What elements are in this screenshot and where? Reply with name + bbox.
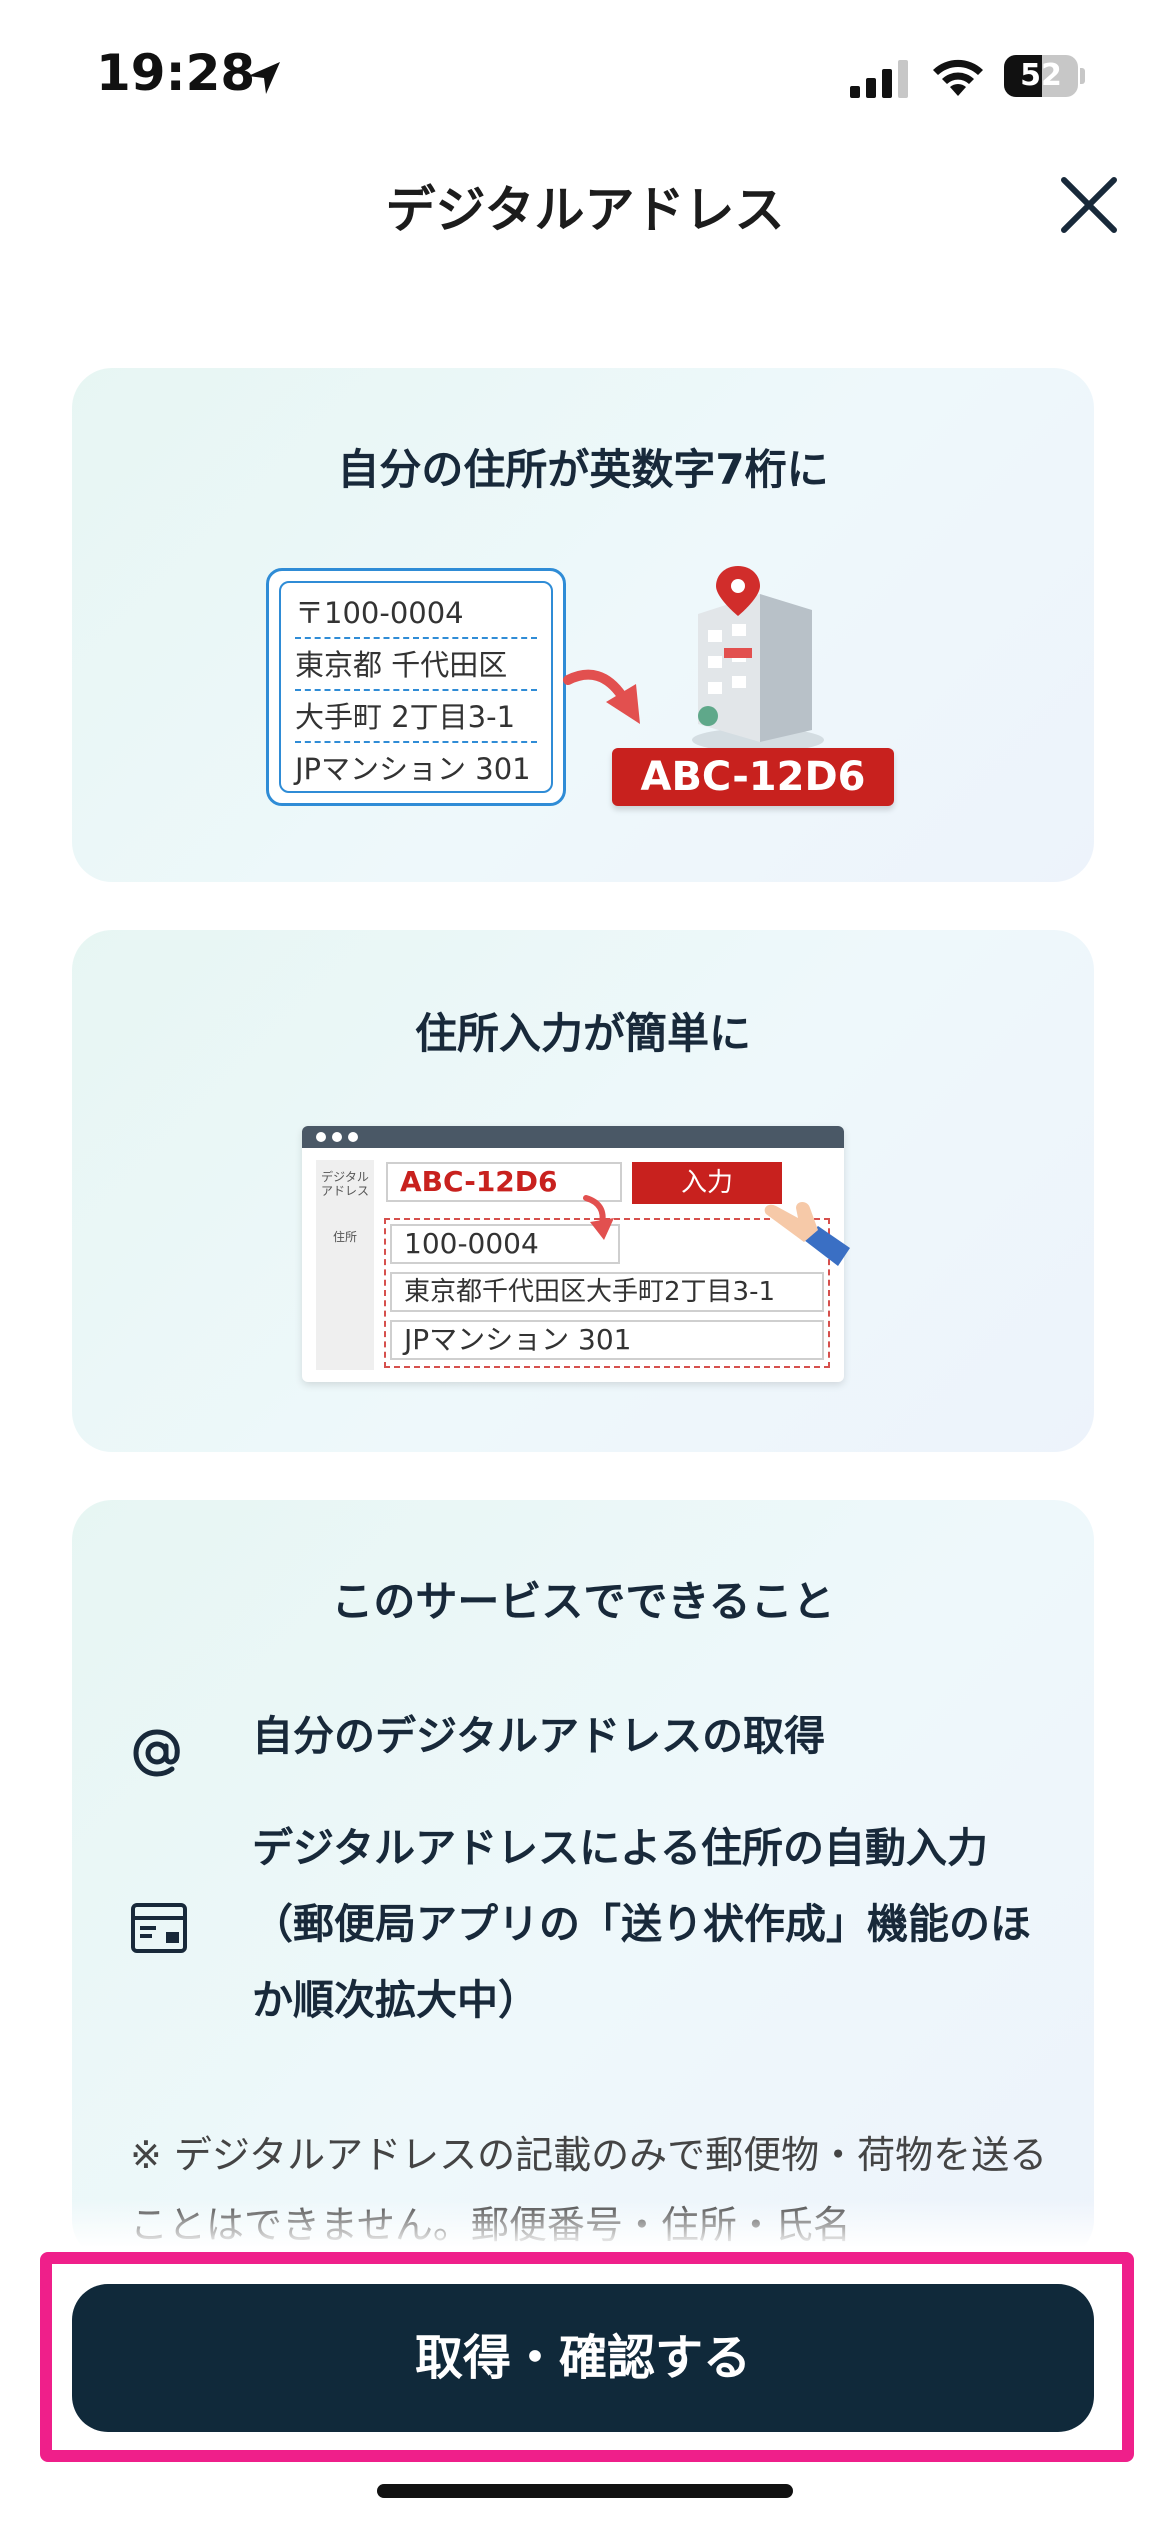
address-sample-box: 〒100-0004 東京都 千代田区 大手町 2丁目3-1 JPマンション 30… bbox=[266, 568, 566, 806]
address-code-card: 自分の住所が英数字7桁に 〒100-0004 東京都 千代田区 大手町 2丁目3… bbox=[72, 368, 1094, 882]
form-field-code: ABC-12D6 bbox=[386, 1162, 622, 1202]
address-line-pref: 東京都 千代田区 bbox=[295, 639, 537, 691]
highlight-frame bbox=[40, 2252, 1134, 2462]
get-confirm-button[interactable]: 取得・確認する bbox=[72, 2284, 1094, 2432]
status-time: 19:28 bbox=[96, 44, 256, 102]
at-sign-icon bbox=[133, 1729, 180, 1777]
browser-dot bbox=[316, 1132, 326, 1142]
down-arrow-icon bbox=[583, 1195, 614, 1240]
cellular-signal-icon bbox=[850, 60, 908, 98]
input-button-illustration: 入力 bbox=[632, 1162, 782, 1204]
browser-dot bbox=[348, 1132, 358, 1142]
form-field-address2: JPマンション 301 bbox=[390, 1320, 824, 1360]
form-field-zip: 100-0004 bbox=[390, 1224, 620, 1264]
bottom-fade bbox=[0, 2200, 1170, 2248]
feature-text-acquire: 自分のデジタルアドレスの取得 bbox=[252, 1712, 826, 1760]
home-indicator[interactable] bbox=[377, 2484, 793, 2498]
address-sample-inner: 〒100-0004 東京都 千代田区 大手町 2丁目3-1 JPマンション 30… bbox=[279, 581, 553, 793]
browser-title-bar bbox=[302, 1126, 844, 1148]
form-label-jusho: 住所 bbox=[332, 1230, 357, 1244]
status-bar: 19:28 52 bbox=[0, 0, 1170, 150]
service-features-card: このサービスでできること 自分のデジタルアドレスの取得 デジタルアドレスによる住… bbox=[72, 1500, 1094, 2260]
address-line-building: JPマンション 301 bbox=[295, 752, 531, 786]
curved-arrow-icon bbox=[563, 669, 640, 724]
address-line-zip: 〒100-0004 bbox=[295, 587, 537, 639]
feature-text-autofill: デジタルアドレスによる住所の自動入力（郵便局アプリの「送り状作成」機能のほか順次… bbox=[252, 1824, 1031, 2024]
form-field-address1: 東京都千代田区大手町2丁目3-1 bbox=[390, 1272, 824, 1312]
card-title-easy-input: 住所入力が簡単に bbox=[414, 1009, 751, 1058]
close-icon[interactable] bbox=[1054, 170, 1124, 240]
battery-fill bbox=[1004, 55, 1043, 97]
battery-cap bbox=[1080, 68, 1085, 84]
easy-input-card: 住所入力が簡単に デジタル アドレス 住所 ABC-12D6 入力 100-00… bbox=[72, 930, 1094, 1452]
autofill-dashed-group bbox=[384, 1218, 830, 1368]
card-title-address-code: 自分の住所が英数字7桁に bbox=[337, 445, 829, 494]
browser-form-illustration: デジタル アドレス 住所 ABC-12D6 入力 100-0004 東京都千代田… bbox=[302, 1126, 850, 1382]
battery-indicator: 52 bbox=[1004, 55, 1085, 97]
address-line-town: 大手町 2丁目3-1 bbox=[295, 691, 537, 743]
digital-address-code-badge: ABC-12D6 bbox=[612, 748, 894, 806]
location-arrow-icon bbox=[248, 62, 280, 94]
form-label-digital: デジタル bbox=[321, 1170, 369, 1184]
page-title: デジタルアドレス bbox=[385, 181, 785, 239]
battery-body: 52 bbox=[1004, 55, 1078, 97]
pointing-hand-icon bbox=[764, 1202, 850, 1266]
building-icon bbox=[692, 566, 824, 752]
wifi-icon bbox=[933, 59, 983, 96]
card-title-features: このサービスでできること bbox=[331, 1577, 835, 1626]
card-icon bbox=[131, 1903, 187, 1953]
form-label-column bbox=[316, 1160, 374, 1370]
form-label-address: アドレス bbox=[320, 1184, 369, 1198]
battery-percent: 52 bbox=[1020, 58, 1062, 93]
browser-dot bbox=[332, 1132, 342, 1142]
